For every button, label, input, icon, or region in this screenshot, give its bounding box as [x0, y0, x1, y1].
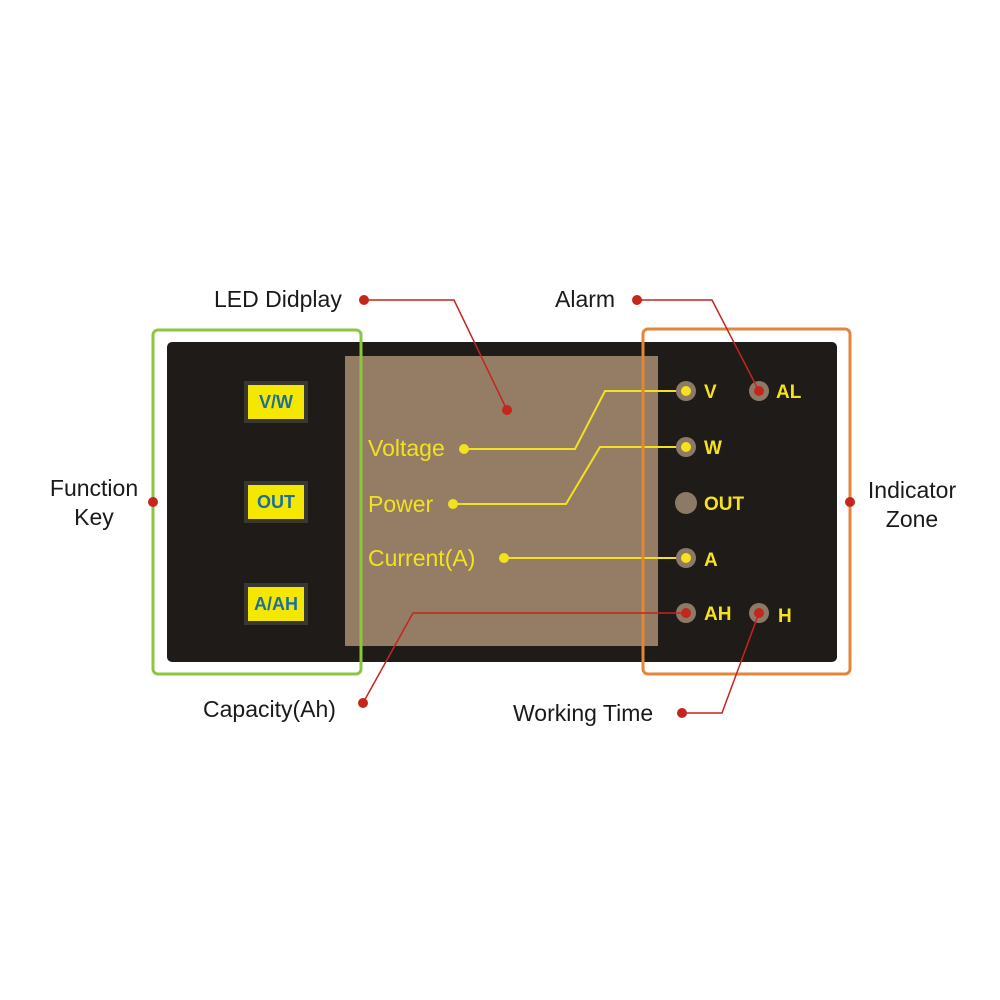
working-time-leader-line [682, 612, 760, 714]
indicator-w-label: W [704, 438, 722, 459]
capacity-callout: Capacity(Ah) [203, 696, 336, 722]
function-key-v-w[interactable]: V/W [244, 381, 308, 423]
indicator-a [676, 548, 696, 568]
function-key-v-w-label: V/W [259, 392, 293, 412]
voltage-label: Voltage [368, 435, 445, 461]
function-key-a-ah-label: A/AH [254, 594, 298, 614]
led-display-dot [359, 295, 369, 305]
indicator-out [675, 492, 697, 514]
function-key-out[interactable]: OUT [244, 481, 308, 523]
indicator-v [676, 381, 696, 401]
led-display-target-dot [502, 405, 512, 415]
function-key-callout-line1: Function [50, 475, 138, 501]
current-label: Current(A) [368, 545, 475, 571]
indicator-out-label: OUT [704, 494, 745, 515]
indicator-zone-callout-line1: Indicator [868, 477, 957, 503]
indicator-h-label: H [778, 606, 792, 627]
function-key-callout-line2: Key [74, 504, 114, 530]
led-display-leader-line [364, 299, 508, 411]
led-display-callout: LED Didplay [214, 286, 342, 312]
alarm-dot [632, 295, 642, 305]
alarm-leader-line [637, 299, 760, 392]
power-dot [448, 499, 458, 509]
working-time-callout: Working Time [513, 700, 653, 726]
alarm-callout: Alarm [555, 286, 615, 312]
function-key-a-ah[interactable]: A/AH [244, 583, 308, 625]
indicator-v-label: V [704, 382, 717, 403]
indicator-ah-label: AH [704, 604, 731, 625]
current-dot [499, 553, 509, 563]
indicator-zone-callout-line2: Zone [886, 506, 938, 532]
indicator-a-label: A [704, 550, 718, 571]
indicator-w [676, 437, 696, 457]
capacity-dot [358, 698, 368, 708]
function-key-out-label: OUT [257, 492, 295, 512]
function-key-dot [148, 497, 158, 507]
working-time-dot [677, 708, 687, 718]
power-label: Power [368, 491, 434, 517]
capacity-leader-line [362, 612, 686, 704]
voltage-leader-line [464, 390, 686, 450]
indicator-zone-dot [845, 497, 855, 507]
led-display-window [345, 356, 658, 646]
voltage-dot [459, 444, 469, 454]
indicator-al-label: AL [776, 382, 802, 403]
